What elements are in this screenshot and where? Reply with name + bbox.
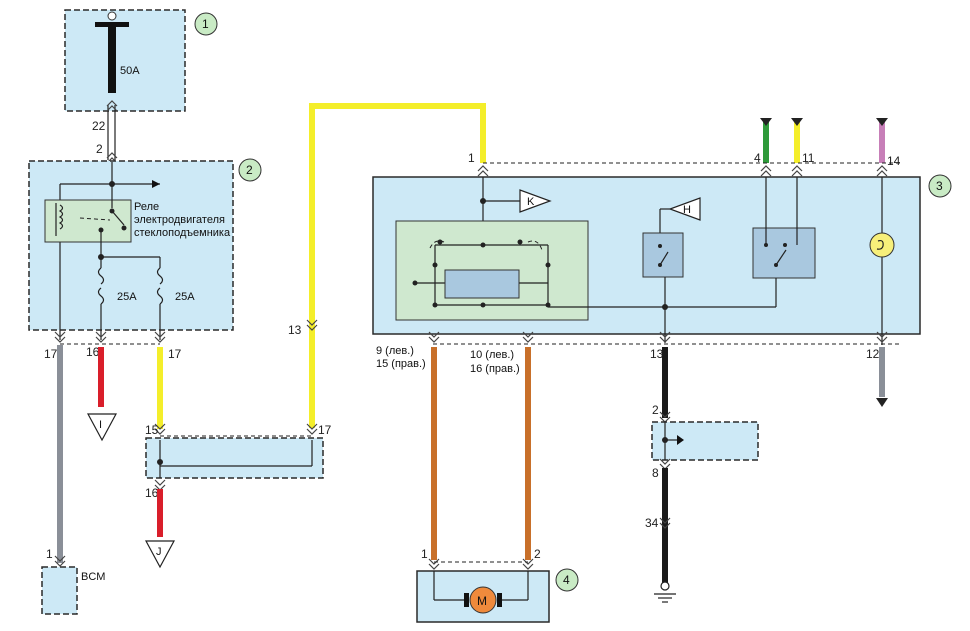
wire-red-16b <box>157 489 163 537</box>
pin-14: 14 <box>887 154 901 168</box>
pin-2-block2: 2 <box>96 142 103 156</box>
pin-16-red: 16 <box>86 345 100 359</box>
wire-green-4 <box>763 120 769 163</box>
pin-motor-2: 2 <box>534 547 541 561</box>
motor-icon <box>469 586 497 614</box>
pin-12: 12 <box>866 347 880 361</box>
fuse-25a-right <box>156 267 164 340</box>
wire-black-ground <box>662 468 668 583</box>
pin-17-junction: 17 <box>318 423 332 437</box>
window-motor-relay <box>44 199 132 243</box>
pin-motor-1: 1 <box>421 547 428 561</box>
wire-orange-motor-1 <box>431 347 437 560</box>
wire-yellow-13 <box>309 105 315 428</box>
fuse-b-rating: 25A <box>175 291 195 303</box>
relay-label-line1: Реле <box>134 201 159 213</box>
window-switch <box>752 227 816 279</box>
arrow-h <box>668 197 701 221</box>
pin-10-left: 10 (лев.) <box>470 349 514 361</box>
bcm-label: BCM <box>81 571 105 583</box>
wire-black-13 <box>662 347 668 418</box>
fuse-25a-left <box>97 267 105 340</box>
junction-block <box>145 435 324 479</box>
relay-label-line3: стеклоподъемника <box>134 227 231 239</box>
pin-9-left: 9 (лев.) <box>376 345 414 357</box>
wire-violet-14 <box>879 120 885 163</box>
window-motor-block: M <box>416 570 550 623</box>
pin-13-yellow: 13 <box>288 323 302 337</box>
pin-15: 15 <box>145 423 159 437</box>
pin-13-black: 13 <box>650 347 664 361</box>
pin-1-bcm: 1 <box>46 547 53 561</box>
main-fuse-symbol <box>108 27 116 93</box>
svg-text:J: J <box>156 546 162 558</box>
lock-switch <box>642 232 684 278</box>
pin-22: 22 <box>92 119 106 133</box>
svg-text:M: M <box>477 594 487 608</box>
battery-fuse-block: 50A <box>64 9 186 112</box>
pin-8: 8 <box>652 466 659 480</box>
main-fuse-rating: 50A <box>120 65 140 77</box>
wire-yellow-11 <box>794 120 800 163</box>
motor-control-unit <box>444 269 520 299</box>
ground-junction-block <box>651 421 759 461</box>
svg-text:K: K <box>527 196 535 208</box>
terminal-i <box>86 413 118 442</box>
pin-16-junction: 16 <box>145 486 159 500</box>
relay-label-line2: электродвигателя <box>134 214 225 226</box>
callout-3: 3 <box>928 174 952 198</box>
terminal-j <box>144 540 176 569</box>
callout-4: 4 <box>555 568 579 592</box>
ground-icon <box>654 581 676 603</box>
pin-16-right: 16 (прав.) <box>470 363 520 375</box>
pin-4: 4 <box>754 151 761 165</box>
pin-1-block3: 1 <box>468 151 475 165</box>
pin-17-yellow: 17 <box>168 347 182 361</box>
svg-text:I: I <box>99 419 102 431</box>
wire-orange-motor-2 <box>525 347 531 560</box>
bcm-module <box>41 566 78 615</box>
wire-gray-17 <box>57 345 63 563</box>
callout-2: 2 <box>238 158 262 182</box>
svg-text:1: 1 <box>202 17 209 31</box>
wire-yellow-17 <box>157 347 163 429</box>
pin-17-gray: 17 <box>44 347 58 361</box>
wire-gray-12 <box>879 347 885 397</box>
pin-15-right: 15 (прав.) <box>376 358 426 370</box>
svg-text:H: H <box>683 204 691 216</box>
svg-text:3: 3 <box>936 179 943 193</box>
pin-34: 34 <box>645 516 659 530</box>
relay-fuse-block: 25A 25A Реле электродвигателя стеклоподъ… <box>28 160 234 340</box>
wire-red-16 <box>98 347 104 407</box>
callout-1: 1 <box>194 12 218 36</box>
illumination-lamp-icon <box>869 232 895 258</box>
svg-text:2: 2 <box>246 163 253 177</box>
svg-text:4: 4 <box>563 573 570 587</box>
arrow-k <box>519 189 552 213</box>
fuse-a-rating: 25A <box>117 291 137 303</box>
window-switch-module: K H <box>372 176 921 345</box>
pin-11: 11 <box>802 151 815 165</box>
pin-2-ground-block: 2 <box>652 403 659 417</box>
